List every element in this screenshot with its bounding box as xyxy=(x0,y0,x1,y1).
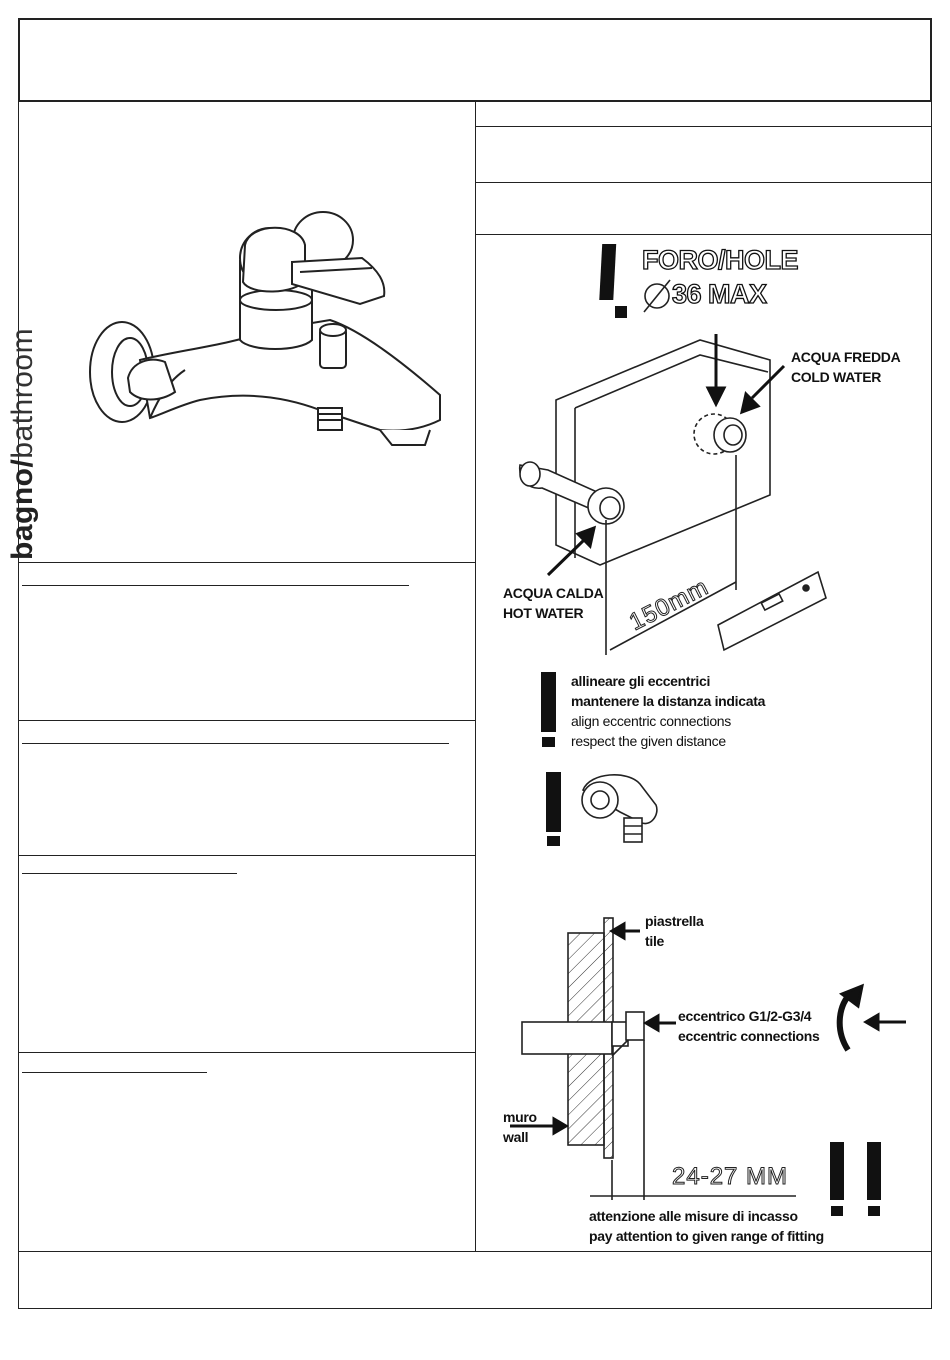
hot-water-label: ACQUA CALDA HOT WATER xyxy=(503,583,604,623)
fitting-range-label: 24-27 MM xyxy=(671,1163,789,1191)
fitting-note-it: attenzione alle misure di incasso xyxy=(589,1208,798,1224)
section-divider xyxy=(18,720,476,721)
section-heading-line xyxy=(22,743,449,744)
hot-water-it: ACQUA CALDA xyxy=(503,585,604,601)
tile-en: tile xyxy=(645,933,665,949)
tile-it: piastrella xyxy=(645,913,704,929)
section-divider xyxy=(18,855,476,856)
hole-diameter: 36 MAX xyxy=(671,278,767,309)
align-note: allineare gli eccentrici mantenere la di… xyxy=(571,671,765,751)
cold-water-it: ACQUA FREDDA xyxy=(791,349,901,365)
right-title-box xyxy=(475,126,932,183)
align-note-line4: respect the given distance xyxy=(571,733,726,749)
section-heading-line xyxy=(22,1072,207,1073)
hot-water-en: HOT WATER xyxy=(503,605,584,621)
section-heading-line xyxy=(22,873,237,874)
wall-it: muro xyxy=(503,1109,537,1125)
eccentric-en: eccentric connections xyxy=(678,1028,820,1044)
align-note-line1: allineare gli eccentrici xyxy=(571,673,711,689)
tile-label: piastrella tile xyxy=(645,911,704,951)
section-divider xyxy=(18,562,476,563)
eccentric-it: eccentrico G1/2-G3/4 xyxy=(678,1008,812,1024)
section-heading-line xyxy=(22,585,409,586)
wall-en: wall xyxy=(503,1129,529,1145)
cold-water-label: ACQUA FREDDA COLD WATER xyxy=(791,347,901,387)
hole-title: FORO/HOLE xyxy=(641,244,799,275)
wall-label: muro wall xyxy=(503,1107,537,1147)
fitting-note-en: pay attention to given range of fitting xyxy=(589,1228,824,1244)
eccentric-label: eccentrico G1/2-G3/4 eccentric connectio… xyxy=(678,1006,820,1046)
footer-box xyxy=(18,1251,932,1309)
fitting-note: attenzione alle misure di incasso pay at… xyxy=(589,1206,824,1246)
align-note-line2: mantenere la distanza indicata xyxy=(571,693,766,709)
align-note-line3: align eccentric connections xyxy=(571,713,731,729)
cold-water-en: COLD WATER xyxy=(791,369,882,385)
section-divider xyxy=(18,1052,476,1053)
